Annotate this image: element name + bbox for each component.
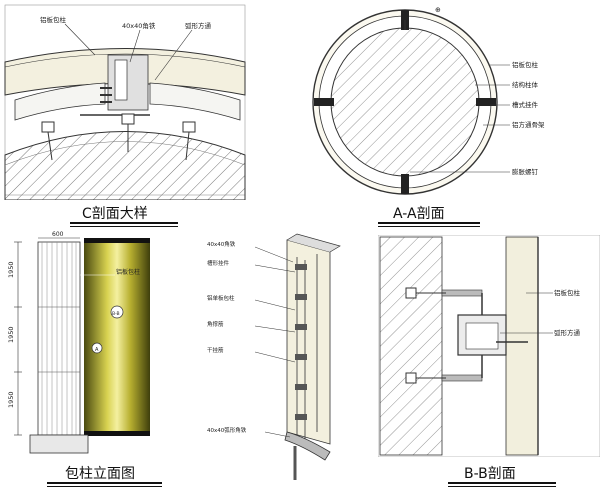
elev-dim-width: 600: [52, 231, 64, 238]
elevation-title: 包柱立面图: [65, 466, 135, 482]
isometric-drawing: 40x40角铁 槽形挂件 铝单板包柱 角撑筋 干挂筋 40x40弧形角铁: [207, 233, 341, 480]
c-label-tube: 弧形方通: [185, 21, 212, 30]
c-section-title: C剖面大样: [82, 206, 148, 222]
elev-marker-mid: A: [95, 347, 99, 353]
bb-section-drawing: 铝板包柱 弧形方通: [377, 234, 600, 458]
c-label-aluminum: 铝板包柱: [40, 15, 67, 24]
aa-label-aluminum: 铝板包柱: [512, 60, 539, 69]
bb-label-tube: 弧形方通: [554, 328, 581, 337]
bb-section-title: B-B剖面: [464, 466, 516, 482]
elev-marker-top: B-B: [112, 311, 120, 317]
aa-label-connector: 槽式挂件: [512, 100, 539, 109]
svg-text:⊕: ⊕: [435, 6, 441, 14]
iso-label-angle: 40x40角铁: [207, 240, 236, 248]
bb-label-aluminum: 铝板包柱: [554, 288, 581, 297]
iso-label-dry: 干挂筋: [207, 346, 224, 354]
isometric-detail: 40x40角铁 槽形挂件 铝单板包柱 角撑筋 干挂筋 40x40弧形角铁: [205, 232, 370, 484]
iso-label-rib: 角撑筋: [207, 320, 224, 328]
column-elevation: 600 B-B A 1950 1950 1950 铝板包柱: [0, 230, 160, 460]
aa-label-structure: 结构柱体: [512, 80, 539, 89]
c-label-angle: 40x40角铁: [122, 21, 156, 30]
aa-section-drawing: ⊕ 铝板包柱 结构柱体 槽式挂件 铝方通骨架 膨胀螺钉: [312, 6, 545, 195]
aa-label-frame: 铝方通骨架: [512, 120, 545, 129]
column-elevation-drawing: 600 B-B A 1950 1950 1950 铝板包柱: [7, 231, 150, 454]
elev-dim-h3: 1950: [7, 391, 15, 408]
c-section-detail: 铝板包柱 40x40角铁 弧形方通: [0, 0, 250, 201]
iso-label-aluminum: 铝单板包柱: [207, 294, 235, 302]
elev-dim-h2: 1950: [7, 326, 15, 343]
aa-section: ⊕ 铝板包柱 结构柱体 槽式挂件 铝方通骨架 膨胀螺钉: [300, 0, 600, 200]
aa-section-title: A-A剖面: [393, 206, 445, 222]
elev-label-aluminum: 铝板包柱: [116, 268, 140, 276]
c-section-drawing: 铝板包柱 40x40角铁 弧形方通: [0, 0, 250, 201]
bb-section: 铝板包柱 弧形方通: [377, 234, 600, 458]
elev-dim-h1: 1950: [7, 261, 15, 278]
iso-label-connector: 槽形挂件: [207, 259, 230, 267]
aa-label-bolt: 膨胀螺钉: [512, 167, 539, 176]
iso-label-angle-arc: 40x40弧形角铁: [207, 426, 247, 434]
